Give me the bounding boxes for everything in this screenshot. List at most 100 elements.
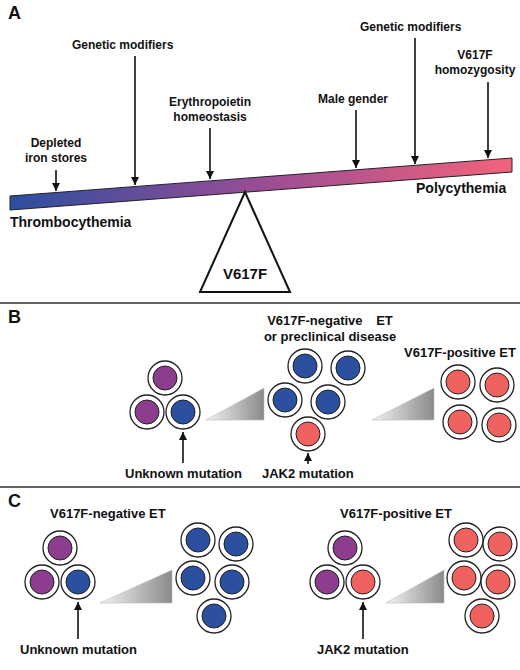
cell-core: [488, 532, 512, 556]
cell-body: [43, 531, 77, 565]
group-label: V617F-negative ET: [50, 506, 166, 522]
cell-body: [310, 565, 344, 599]
cell-body: [176, 561, 210, 595]
mutation-arrow: [77, 602, 79, 639]
cell-body: [465, 599, 499, 633]
cell: [465, 599, 499, 633]
cell-body: [181, 523, 215, 557]
group-label: V617F-negative ET or preclinical disease: [260, 313, 400, 346]
factor-arrow: [55, 170, 57, 191]
cell: [268, 383, 302, 417]
seesaw-bar: [10, 158, 512, 210]
cell-body: [291, 417, 325, 451]
cell-body: [449, 523, 483, 557]
cell-core: [485, 373, 509, 397]
mutation-label: Unknown mutation: [125, 466, 242, 482]
mutation-arrow: [182, 432, 184, 463]
cell-core: [316, 390, 340, 414]
factor-label: Male gender: [318, 92, 388, 107]
mutation-label: JAK2 mutation: [317, 642, 409, 658]
group-label: V617F-positive ET: [340, 506, 452, 522]
factor-label: Depleted iron stores: [20, 136, 92, 166]
cell: [482, 408, 516, 442]
expansion-ramp: [100, 570, 172, 603]
mutation-arrow: [307, 453, 309, 464]
cell-core: [202, 604, 226, 628]
cell: [25, 565, 59, 599]
cell: [166, 395, 200, 429]
cell-core: [487, 413, 511, 437]
cell-body: [25, 565, 59, 599]
cell-body: [130, 395, 164, 429]
cell-core: [470, 604, 494, 628]
expansion-ramp: [372, 388, 434, 420]
cell: [197, 599, 231, 633]
phenotype-label: Polycythemia: [416, 180, 506, 198]
cell-core: [315, 570, 339, 594]
cell: [176, 561, 210, 595]
cell-body: [447, 561, 481, 595]
factor-arrow: [487, 82, 489, 158]
triangle-shape: [200, 192, 290, 292]
panel-letter: A: [8, 2, 21, 25]
mutation-arrow: [362, 602, 364, 639]
cell: [447, 561, 481, 595]
factor-label: Genetic modifiers: [72, 38, 173, 53]
cell-core: [448, 410, 472, 434]
cell: [480, 368, 514, 402]
factor-arrow: [134, 56, 136, 185]
cell-core: [454, 528, 478, 552]
cell: [61, 565, 95, 599]
cell: [130, 395, 164, 429]
phenotype-label: Thrombocythemia: [10, 214, 131, 232]
cell-body: [197, 599, 231, 633]
cell-body: [219, 527, 253, 561]
panel-divider: [0, 302, 520, 304]
cell: [148, 361, 182, 395]
group-label: V617F-positive ET: [404, 345, 516, 361]
cell-body: [61, 565, 95, 599]
cell-core: [220, 570, 244, 594]
cell: [288, 349, 322, 383]
cell: [443, 405, 477, 439]
cell-body: [288, 349, 322, 383]
cell-body: [268, 383, 302, 417]
cell: [310, 565, 344, 599]
cell-core: [293, 354, 317, 378]
factor-arrow: [414, 38, 416, 164]
expansion-ramp: [386, 570, 444, 603]
cell-body: [148, 361, 182, 395]
cell: [215, 565, 249, 599]
cell-body: [331, 351, 365, 385]
cell-core: [30, 570, 54, 594]
factor-arrow: [209, 128, 211, 179]
cell-body: [215, 565, 249, 599]
cell: [449, 523, 483, 557]
cell-core: [224, 532, 248, 556]
cell-body: [166, 395, 200, 429]
cell: [483, 527, 517, 561]
panel-letter: C: [8, 490, 21, 513]
cell-core: [486, 570, 510, 594]
cell: [331, 351, 365, 385]
factor-label: V617F homozygosity: [432, 48, 518, 78]
factor-label: Genetic modifiers: [360, 20, 461, 35]
mutation-label: JAK2 mutation: [262, 466, 354, 482]
cell-body: [443, 405, 477, 439]
cell: [441, 365, 475, 399]
cell-core: [48, 536, 72, 560]
cell-core: [351, 570, 375, 594]
cell: [346, 565, 380, 599]
mutation-label: Unknown mutation: [20, 642, 137, 658]
cell-core: [296, 422, 320, 446]
factor-label: Erythropoietin homeostasis: [160, 95, 260, 125]
cell: [219, 527, 253, 561]
cell: [291, 417, 325, 451]
cell-core: [171, 400, 195, 424]
cell: [43, 531, 77, 565]
cell: [181, 523, 215, 557]
cell: [328, 531, 362, 565]
fulcrum-triangle: V617F: [200, 192, 290, 292]
